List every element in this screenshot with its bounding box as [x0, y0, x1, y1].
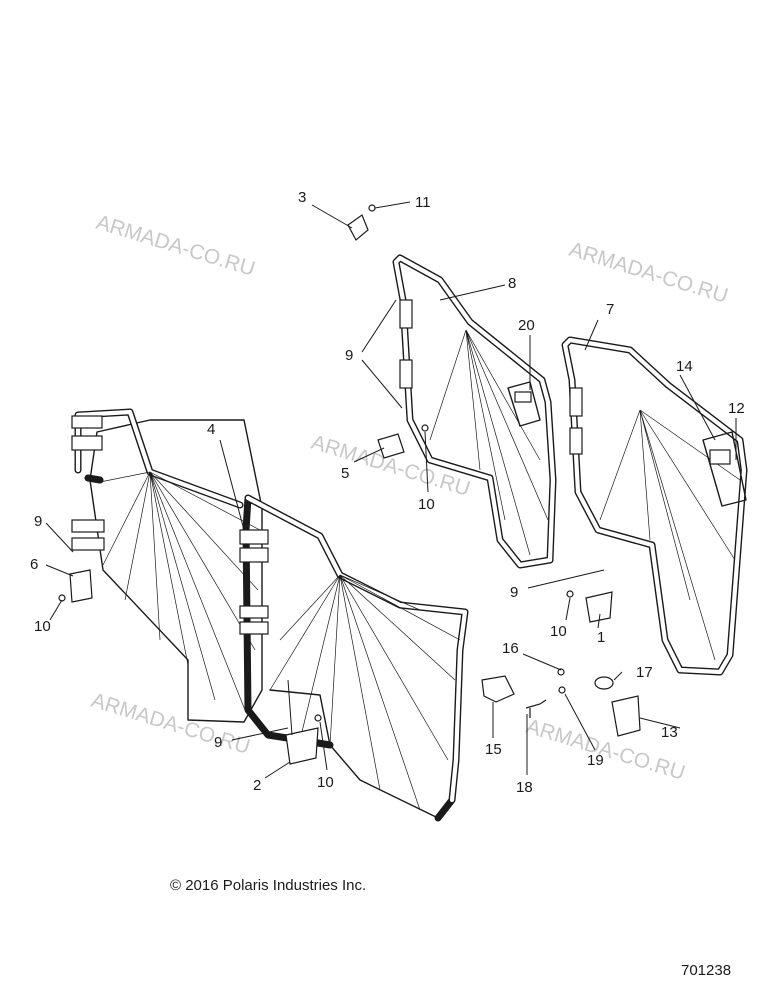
callout-14: 14 — [676, 358, 693, 375]
bolt-10 — [314, 714, 322, 722]
strap — [71, 537, 105, 551]
callout-10: 10 — [418, 496, 435, 513]
callout-9: 9 — [214, 734, 222, 751]
bolt-11 — [368, 204, 376, 212]
watermark-1: ARMADA-CO.RU — [94, 211, 258, 281]
hinge-6 — [69, 569, 93, 603]
hinge-strap — [399, 359, 413, 389]
screw-16 — [557, 668, 565, 676]
latch-15 — [481, 675, 515, 703]
callout-8: 8 — [508, 275, 516, 292]
callout-16: 16 — [502, 640, 519, 657]
callout-9: 9 — [345, 347, 353, 364]
leader-lines — [45, 201, 737, 779]
strap — [71, 415, 103, 429]
callout-17: 17 — [636, 664, 653, 681]
strap — [71, 435, 103, 451]
callout-10: 10 — [34, 618, 51, 635]
hardware — [58, 204, 641, 765]
callout-13: 13 — [661, 724, 678, 741]
hinge-strap — [399, 299, 413, 329]
strap — [239, 547, 269, 563]
watermark-4: ARMADA-CO.RU — [89, 689, 253, 759]
callout-10: 10 — [317, 774, 334, 791]
bolt-10 — [58, 594, 66, 602]
latch-20 — [514, 391, 532, 403]
latch-14 — [709, 449, 731, 465]
hinge-strap — [569, 387, 583, 417]
callout-15: 15 — [485, 741, 502, 758]
washer-19 — [558, 686, 566, 694]
hinge-strap — [569, 427, 583, 455]
callout-2: 2 — [253, 777, 261, 794]
callout-7: 7 — [606, 301, 614, 318]
diagram-number: 701238 — [681, 962, 731, 979]
hinge-1 — [585, 591, 613, 623]
strap — [239, 605, 269, 619]
callout-20: 20 — [518, 317, 535, 334]
callout-4: 4 — [207, 421, 215, 438]
callout-labels: 1 2 3 4 5 6 7 8 9 9 9 9 10 10 10 10 11 1… — [30, 189, 745, 796]
hinge-2 — [285, 727, 319, 765]
strap — [239, 621, 269, 635]
cap-17 — [594, 676, 614, 690]
front-left-door — [71, 408, 263, 723]
door-frame-7 — [561, 336, 748, 676]
bolt-10 — [421, 424, 429, 432]
callout-10: 10 — [550, 623, 567, 640]
door-frame-8 — [392, 254, 557, 569]
callout-12: 12 — [728, 400, 745, 417]
pin-18 — [525, 699, 547, 718]
copyright-text: © 2016 Polaris Industries Inc. — [170, 877, 366, 894]
callout-9: 9 — [34, 513, 42, 530]
strap — [71, 519, 105, 533]
callout-19: 19 — [587, 752, 604, 769]
hinge-3 — [347, 214, 369, 241]
callout-11: 11 — [415, 194, 431, 211]
callout-5: 5 — [341, 465, 349, 482]
callout-9: 9 — [510, 584, 518, 601]
hinge-5 — [377, 433, 405, 459]
callout-6: 6 — [30, 556, 38, 573]
callout-1: 1 — [597, 629, 605, 646]
rear-left-door — [239, 494, 469, 822]
callout-18: 18 — [516, 779, 533, 796]
striker-13 — [611, 695, 641, 737]
callout-3: 3 — [298, 189, 306, 206]
strap — [239, 529, 269, 545]
watermark-2: ARMADA-CO.RU — [567, 238, 731, 308]
bolt-10 — [566, 590, 574, 598]
